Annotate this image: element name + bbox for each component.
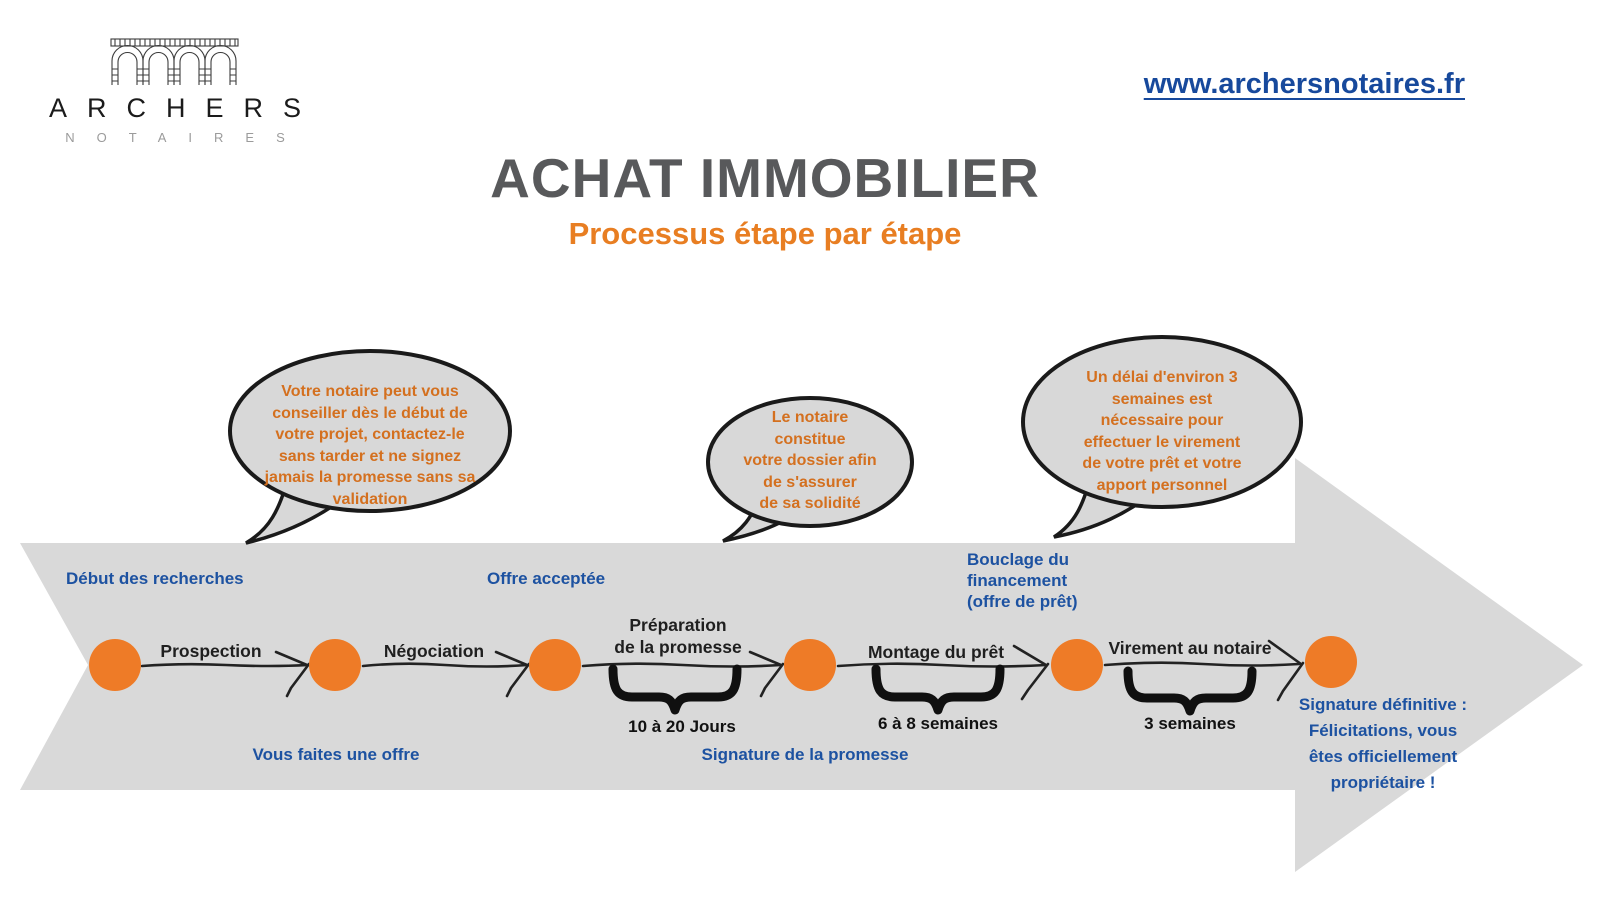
bubble-line: conseiller dès le début de bbox=[272, 404, 468, 422]
bubble-line: validation bbox=[332, 490, 408, 508]
duration-braces bbox=[608, 664, 1257, 716]
speech-bubble-text: Votre notaire peut vous conseiller dès l… bbox=[240, 381, 500, 510]
bubble-line: constitue bbox=[774, 430, 846, 448]
event-label-signature-definitive: Signature définitive : Félicitations, vo… bbox=[1298, 695, 1468, 792]
step-label-virement-notaire: Virement au notaire bbox=[1108, 638, 1272, 658]
speech-bubble bbox=[1021, 335, 1303, 539]
duration-3-semaines: 3 semaines bbox=[1144, 714, 1236, 733]
duration-10-20-jours: 10 à 20 Jours bbox=[628, 717, 736, 736]
page-subtitle: Processus étape par étape bbox=[568, 216, 962, 251]
step-label-negociation: Négociation bbox=[383, 641, 485, 661]
speech-bubble bbox=[706, 396, 914, 543]
speech-bubble-text: Un délai d'environ 3 semaines est nécess… bbox=[1037, 367, 1287, 496]
milestone-dot bbox=[1305, 636, 1357, 688]
event-label-debut-recherches: Début des recherches bbox=[66, 569, 244, 588]
brand-logo: ARCHERS NOTAIRES bbox=[40, 36, 310, 145]
step-label-preparation-promesse: Préparation de la promesse bbox=[614, 615, 742, 657]
bubble-line: jamais la promesse sans sa bbox=[264, 469, 476, 486]
milestone-dot bbox=[1051, 639, 1103, 691]
bubble-line: sans tarder et ne signez bbox=[278, 447, 462, 465]
speech-bubble-text: Le notaire constitue votre dossier afin … bbox=[710, 407, 910, 515]
brand-tagline: NOTAIRES bbox=[65, 130, 307, 145]
bubble-line: de votre prêt et votre bbox=[1082, 455, 1242, 472]
bubble-line: de sa solidité bbox=[759, 495, 861, 512]
milestone-dot bbox=[309, 639, 361, 691]
bubble-line: votre dossier afin bbox=[743, 452, 877, 469]
event-label-bouclage-financement: Bouclage du financement (offre de prêt) bbox=[967, 550, 1078, 611]
bubble-line: nécessaire pour bbox=[1100, 412, 1224, 429]
bubble-line: apport personnel bbox=[1096, 476, 1228, 494]
bubble-line: de s'assurer bbox=[763, 473, 857, 491]
bubble-line: Le notaire bbox=[771, 409, 849, 426]
milestone-dot bbox=[784, 639, 836, 691]
bubble-line: Votre notaire peut vous bbox=[281, 383, 459, 400]
bubble-line: Un délai d'environ 3 bbox=[1086, 369, 1238, 386]
brand-name: ARCHERS bbox=[48, 93, 322, 123]
event-label-vous-faites-offre: Vous faites une offre bbox=[252, 745, 420, 764]
milestone-dot bbox=[89, 639, 141, 691]
timeline-connectors bbox=[140, 639, 1305, 702]
speech-bubble bbox=[228, 349, 512, 545]
duration-6-8-semaines: 6 à 8 semaines bbox=[877, 714, 999, 733]
bubble-line: semaines est bbox=[1111, 390, 1213, 408]
aqueduct-arches-icon bbox=[110, 38, 239, 85]
website-link[interactable]: www.archersnotaires.fr bbox=[1143, 68, 1465, 100]
step-label-prospection: Prospection bbox=[160, 641, 262, 661]
bubble-line: votre projet, contactez-le bbox=[275, 426, 465, 443]
bubble-line: effectuer le virement bbox=[1083, 433, 1241, 451]
event-label-signature-promesse: Signature de la promesse bbox=[701, 745, 909, 764]
step-label-montage-pret: Montage du prêt bbox=[867, 642, 1005, 662]
event-label-offre-acceptee: Offre acceptée bbox=[487, 569, 606, 588]
milestone-dot bbox=[529, 639, 581, 691]
page-title: ACHAT IMMOBILIER bbox=[490, 147, 1040, 209]
